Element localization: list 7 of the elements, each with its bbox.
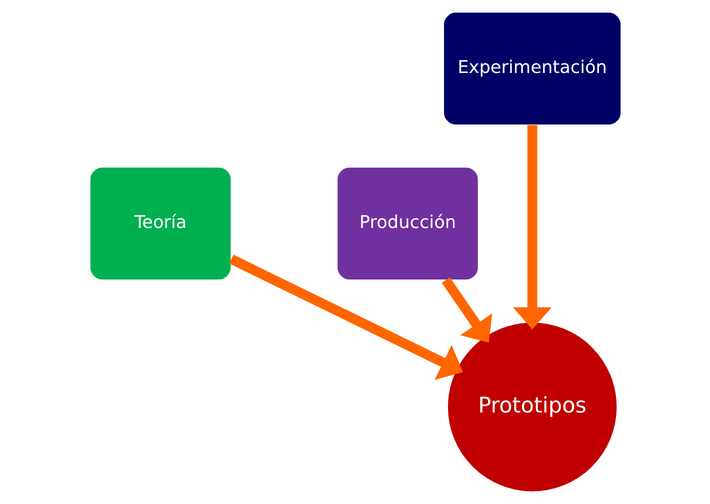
node-box: Producción — [336, 166, 478, 280]
node-circle: Prototipos — [446, 322, 618, 492]
arrow — [512, 125, 552, 330]
arrow — [228, 254, 463, 380]
node-box: Teoría — [88, 166, 232, 280]
arrow — [441, 277, 492, 343]
node-box: Experimentación — [442, 12, 622, 126]
